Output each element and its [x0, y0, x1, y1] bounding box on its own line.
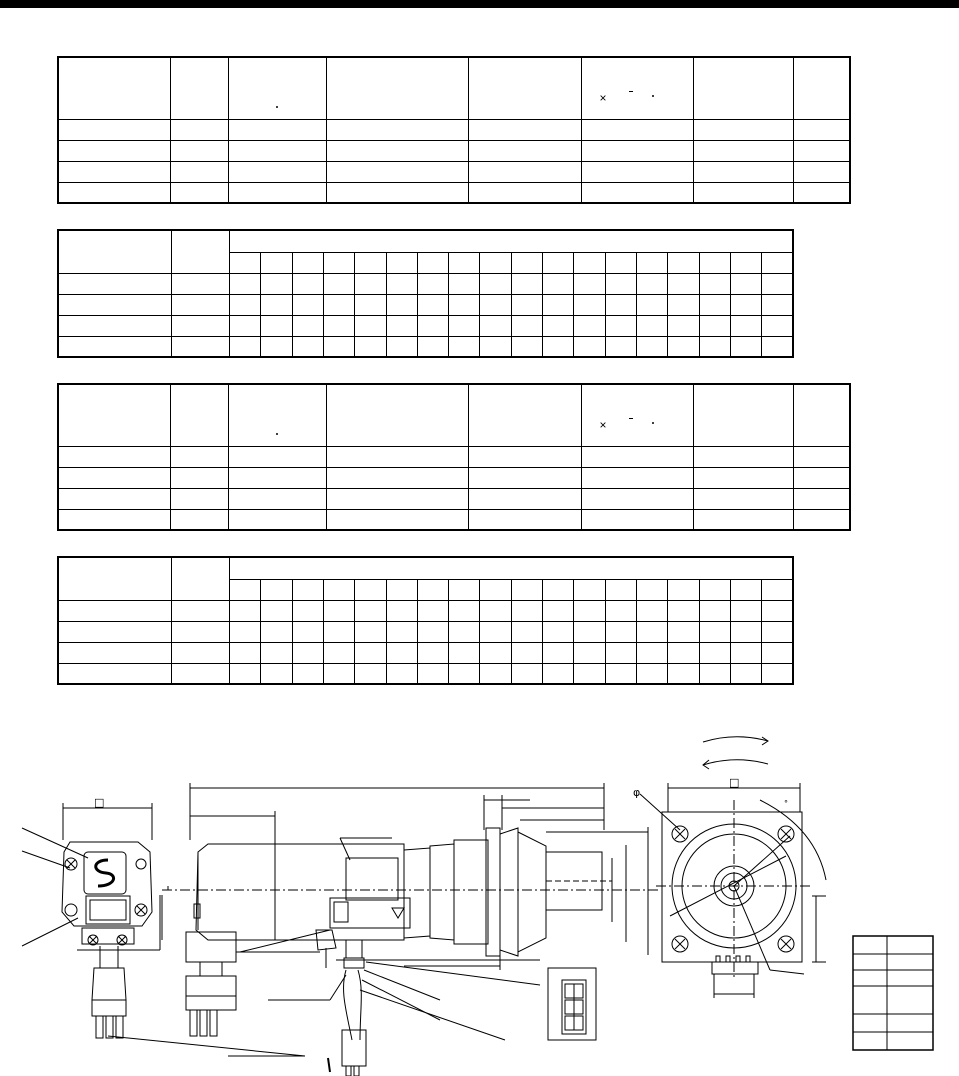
header-cell	[692, 383, 794, 447]
header-cell: ×	[580, 383, 694, 447]
side-table	[852, 935, 934, 1051]
header-cell	[325, 383, 469, 447]
table-row	[57, 599, 794, 622]
motor-side-view	[161, 783, 660, 1076]
table-row	[57, 508, 851, 531]
table-row	[57, 620, 794, 643]
times-symbol: ×	[599, 418, 607, 432]
table-row	[57, 314, 794, 337]
header-cell	[467, 56, 582, 120]
spec-table-c: ×	[57, 383, 851, 531]
header-cell	[325, 56, 469, 120]
table-row	[57, 272, 794, 295]
header-cell	[467, 383, 582, 447]
square-symbol: □	[94, 796, 104, 809]
header-cell	[229, 556, 794, 580]
header-cell	[227, 383, 327, 447]
spec-table-d	[57, 556, 794, 685]
six-pin-connector	[547, 967, 597, 1041]
table-row	[57, 181, 851, 204]
table-header-row: ×	[57, 383, 851, 447]
table-header-row	[57, 556, 794, 601]
table-row	[57, 160, 851, 183]
header-cell	[170, 556, 231, 601]
motor-technical-drawing: □ □ φ °	[21, 736, 934, 1076]
header-cell	[169, 383, 229, 447]
header-cell	[229, 229, 794, 253]
table-row	[57, 641, 794, 664]
header-cell	[692, 56, 794, 120]
table-header-row: ×	[57, 56, 851, 120]
header-cell	[57, 556, 172, 601]
header-cell	[57, 383, 171, 447]
rotation-arrows	[702, 736, 769, 770]
table-row	[57, 118, 851, 141]
header-cell	[57, 229, 172, 274]
times-symbol: ×	[599, 91, 607, 105]
spec-table-b	[57, 229, 794, 358]
end-view-left	[21, 803, 306, 1057]
table-subheader-row	[58, 578, 794, 601]
square-symbol: □	[729, 776, 739, 789]
header-cell: ×	[580, 56, 694, 120]
table-row	[57, 139, 851, 162]
header-cell	[227, 56, 327, 120]
table-row	[57, 466, 851, 489]
header-cell	[792, 56, 851, 120]
header-cell	[792, 383, 851, 447]
table-row	[57, 487, 851, 510]
table-row	[57, 335, 794, 358]
spec-table-a: ×	[57, 56, 851, 204]
header-cell	[170, 229, 231, 274]
table-row	[57, 293, 794, 316]
table-row	[57, 662, 794, 685]
table-header-row	[57, 229, 794, 274]
table-subheader-row	[58, 251, 794, 274]
degree-symbol: °	[784, 799, 788, 808]
header-cell	[169, 56, 229, 120]
flange-front-view	[639, 783, 827, 998]
table-row	[57, 445, 851, 468]
diameter-symbol: φ	[633, 786, 640, 799]
top-rule	[0, 0, 959, 8]
header-cell	[57, 56, 171, 120]
